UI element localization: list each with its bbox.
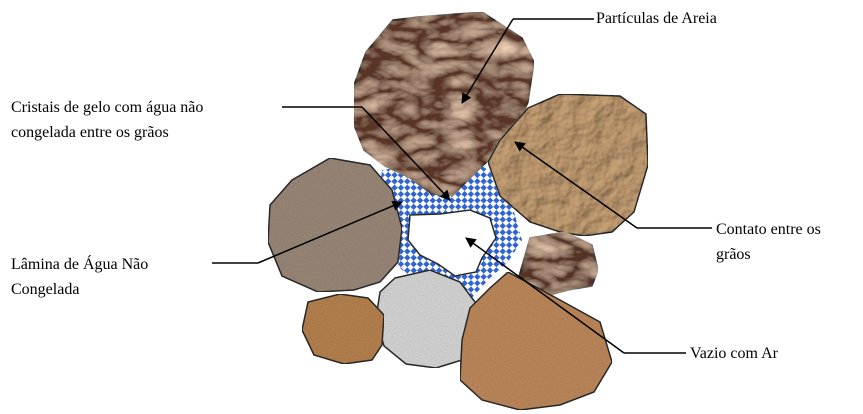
label-grain-contact-line2: grãos	[716, 246, 751, 263]
label-grain-contact-line1: Contato entre os	[716, 221, 821, 238]
label-air-void: Vazio com Ar	[690, 341, 778, 366]
label-ice-crystals-line1: Cristais de gelo com água não	[11, 99, 203, 116]
label-air-void-text: Vazio com Ar	[690, 345, 778, 362]
label-sand-particles-text: Partículas de Areia	[596, 10, 717, 27]
label-ice-crystals-line2: congelada entre os grãos	[11, 124, 169, 141]
label-ice-crystals: Cristais de gelo com água não congelada …	[11, 95, 203, 145]
label-unfrozen-water-line1: Lâmina de Água Não	[11, 256, 148, 273]
label-unfrozen-water: Lâmina de Água Não Congelada	[11, 252, 148, 302]
label-unfrozen-water-line2: Congelada	[11, 281, 79, 298]
sand-grain-orange-left	[302, 294, 384, 364]
label-sand-particles: Partículas de Areia	[596, 6, 717, 31]
label-grain-contact: Contato entre os grãos	[716, 217, 821, 267]
sand-grain-copper-right	[460, 272, 612, 410]
sand-grain-gray-left	[268, 158, 402, 292]
